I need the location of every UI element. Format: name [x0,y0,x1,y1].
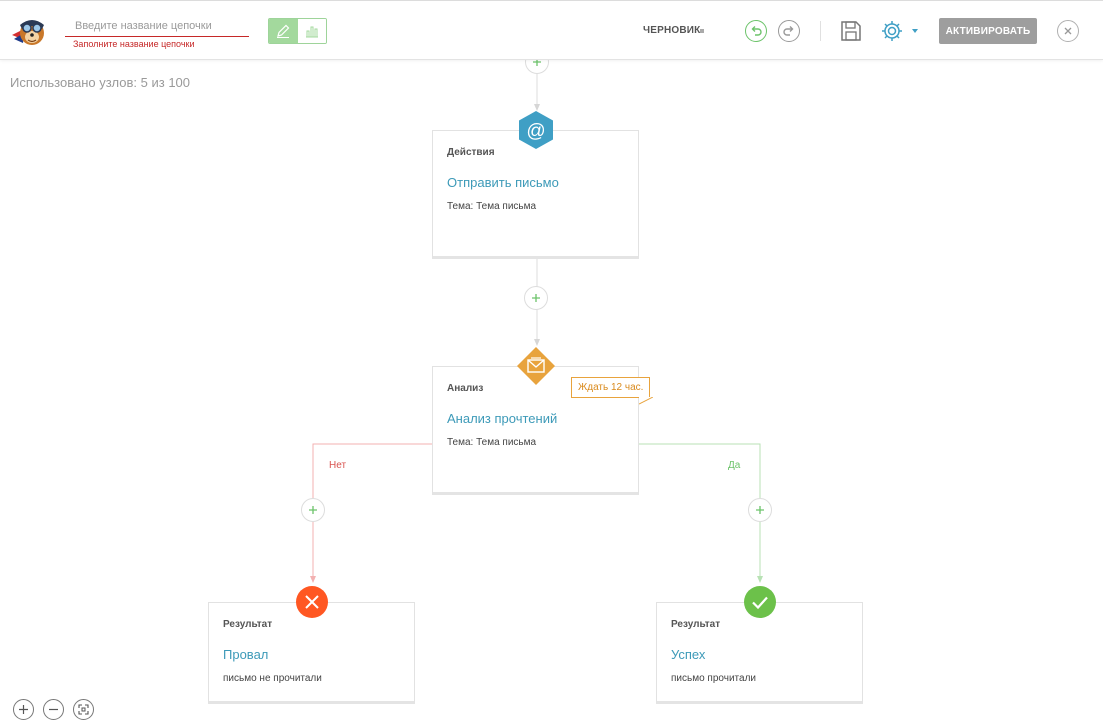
node-title: Провал [223,647,269,662]
plus-icon [532,294,540,302]
node-description: Тема: Тема письма [447,437,537,448]
wait-delay-badge[interactable]: Ждать 12 час. [571,377,651,398]
node-type-label: Результат [223,619,273,630]
branch-label-no: Нет [329,460,347,471]
plus-icon [309,506,317,514]
add-node-button-yes-branch[interactable] [748,498,772,522]
top-toolbar: Заполните название цепочки ЧЕРНОВИК [0,0,1103,60]
node-title: Анализ прочтений [447,411,558,426]
activate-button[interactable]: АКТИВИРОВАТЬ [939,18,1037,44]
node-title: Успех [671,647,706,662]
undo-button[interactable] [745,20,767,42]
chain-name-field-wrap: Заполните название цепочки [65,15,249,49]
statistics-mode-button[interactable] [297,19,326,43]
zoom-out-icon [49,708,58,711]
envelope-icon [516,346,556,391]
gear-icon [882,21,918,41]
at-sign-icon: @ [517,110,555,155]
settings-dropdown-button[interactable] [880,19,922,43]
redo-icon [783,26,794,36]
node-title: Отправить письмо [447,175,559,190]
chain-status: ЧЕРНОВИК [643,25,701,36]
zoom-in-icon [19,705,28,714]
logo [10,13,48,49]
cross-icon [296,586,328,623]
undo-icon [751,26,762,36]
add-node-button-no-branch[interactable] [301,498,325,522]
node-description: Тема: Тема письма [447,201,537,212]
fit-to-screen-button[interactable] [73,699,94,720]
close-button[interactable] [1057,20,1079,42]
svg-text:@: @ [526,121,545,142]
check-icon [744,586,776,623]
status-indicator [700,29,704,33]
node-type-label: Действия [447,147,495,158]
save-button[interactable] [840,20,862,42]
node-send-email[interactable]: Действия Отправить письмо Тема: Тема пис… [432,130,639,259]
edge-yes-branch [639,443,763,583]
chain-name-error: Заполните название цепочки [73,39,195,49]
fit-screen-icon [78,704,89,715]
nodes-usage-counter: Использовано узлов: 5 из 100 [10,75,191,90]
chain-name-input[interactable] [65,15,249,37]
close-icon [1064,27,1072,35]
editor-mode-toggle [268,18,327,44]
node-result-fail[interactable]: Результат Провал письмо не прочитали [208,602,415,704]
node-type-label: Анализ [447,383,484,394]
zoom-out-button[interactable] [43,699,64,720]
node-description: письмо прочитали [671,673,756,684]
zoom-in-button[interactable] [13,699,34,720]
branch-label-yes: Да [728,460,741,471]
edit-mode-button[interactable] [269,19,298,43]
pencil-icon [277,24,290,38]
wait-badge-tail [639,397,653,405]
logo-mascot-icon [12,20,44,45]
plus-icon [756,506,764,514]
node-result-success[interactable]: Результат Успех письмо прочитали [656,602,863,704]
redo-button[interactable] [778,20,800,42]
node-analysis[interactable]: Анализ Анализ прочтений Тема: Тема письм… [432,366,639,495]
bar-chart-icon [305,26,318,38]
floppy-disk-icon [841,21,861,41]
node-type-label: Результат [671,619,721,630]
toolbar-divider [820,21,821,41]
node-description: письмо не прочитали [223,673,322,684]
add-node-button-middle[interactable] [524,286,548,310]
